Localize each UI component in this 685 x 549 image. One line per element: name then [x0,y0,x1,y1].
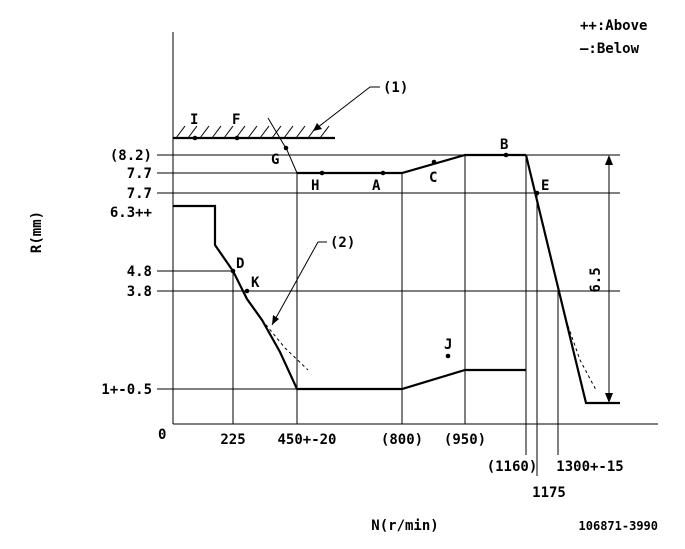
callout-1-arrow [313,123,322,131]
point-c-label: C [429,170,437,186]
upper-curve-dashed-tolerance [565,319,597,391]
stopper-hatching [175,125,330,139]
point-d-label: D [236,256,244,272]
callout-2-arrow [272,315,279,325]
lower-curve [173,204,526,391]
point-f-marker [234,135,240,141]
legend-above: ++:Above [580,18,647,34]
x-tick-1160: (1160) [487,459,538,475]
lower-curve-dashed-tolerance [261,319,309,371]
y-tick-6-3: 6.3++ [110,205,152,221]
dimension-arrow-bottom [605,393,613,403]
point-e-marker [534,190,540,196]
y-tick-8-2: (8.2) [110,148,152,164]
point-a-marker [380,170,386,176]
upper-curve [297,153,526,175]
point-markers [192,135,540,359]
point-i-label: I [190,112,198,128]
y-tick-1: 1+-0.5 [101,382,152,398]
legend-below: —:Below [580,41,640,57]
point-e-label: E [541,178,549,194]
callout-1-leader [312,86,371,132]
callout-1-label: (1) [383,80,408,96]
point-j-marker [445,353,451,359]
x-tick-1175: 1175 [532,485,566,501]
dimension-arrow-top [605,155,613,165]
point-k-marker [244,288,250,294]
callout-2-label: (2) [330,235,355,251]
point-a-label: A [372,178,381,194]
point-h-marker [319,170,325,176]
x-tick-800: (800) [381,432,423,448]
point-g-label: G [271,152,279,168]
x-tick-1300: 1300+-15 [556,459,623,475]
point-d-marker [230,268,236,274]
point-k-label: K [251,275,260,291]
x-tick-450: 450+-20 [277,432,336,448]
callout-2-leader [271,241,319,326]
y-tick-7-7-upper: 7.7 [127,166,152,182]
point-g-marker [283,145,289,151]
dimension-label: 6.5 [588,267,604,292]
x-tick-225: 225 [220,432,245,448]
origin-label: 0 [158,427,166,443]
y-tick-4-8: 4.8 [127,264,152,280]
upper-curve-cutoff [524,154,620,405]
point-c-marker [431,159,437,165]
point-f-label: F [232,112,240,128]
y-axis-title: R(mm) [29,211,45,253]
x-axis-title: N(r/min) [371,518,438,534]
document-number: 106871-3990 [579,519,658,533]
x-tick-950: (950) [444,432,486,448]
point-j-label: J [444,337,452,353]
point-h-label: H [311,178,319,194]
point-b-marker [503,152,509,158]
y-tick-7-7-lower: 7.7 [127,186,152,202]
point-b-label: B [500,137,508,153]
point-i-marker [192,135,198,141]
y-tick-3-8: 3.8 [127,284,152,300]
